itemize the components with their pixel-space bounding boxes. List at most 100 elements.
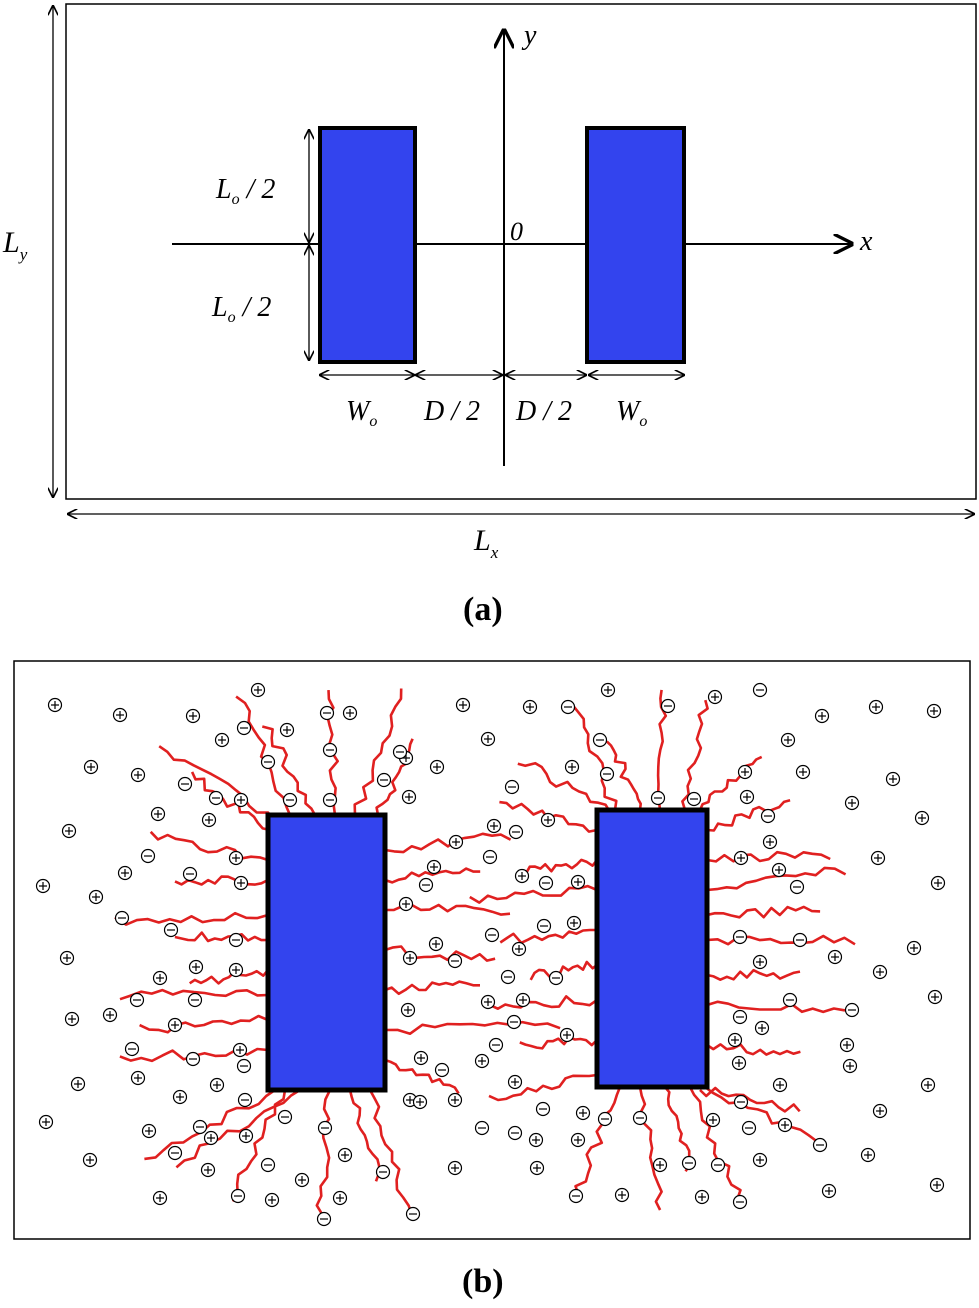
- positive-ion: [752, 954, 768, 970]
- panel-b-frame: [13, 660, 971, 1240]
- positive-ion: [88, 889, 104, 905]
- negative-ion: [282, 792, 298, 808]
- polymer-chain: [706, 934, 856, 946]
- positive-ion: [914, 810, 930, 826]
- polymer-chain: [368, 1089, 413, 1215]
- negative-ion: [185, 1051, 201, 1067]
- d2-right-label: D / 2: [515, 396, 572, 427]
- polymer-chain: [489, 995, 598, 1010]
- negative-ion: [506, 1014, 522, 1030]
- positive-ion: [705, 1112, 721, 1128]
- positive-ion: [474, 1053, 490, 1069]
- negative-ion: [536, 918, 552, 934]
- negative-ion: [163, 922, 179, 938]
- negative-ion: [752, 682, 768, 698]
- positive-ion: [400, 1002, 416, 1018]
- positive-ion: [795, 764, 811, 780]
- positive-ion: [232, 1042, 248, 1058]
- positive-ion: [35, 878, 51, 894]
- positive-ion: [559, 1027, 575, 1043]
- negative-ion: [812, 1137, 828, 1153]
- negative-ion: [236, 1058, 252, 1074]
- positive-ion: [926, 703, 942, 719]
- ly-label: Ly: [2, 226, 28, 264]
- negative-ion: [484, 927, 500, 943]
- polymer-chain: [605, 740, 642, 811]
- positive-ion: [930, 875, 946, 891]
- positive-ion: [872, 1103, 888, 1119]
- polymer-chain: [572, 704, 618, 811]
- negative-ion: [660, 698, 676, 714]
- polymer-chain: [261, 725, 317, 816]
- polymer-chain: [706, 905, 821, 919]
- negative-ion: [535, 1101, 551, 1117]
- negative-ion: [208, 790, 224, 806]
- polymer-chain: [499, 928, 597, 945]
- positive-ion: [201, 812, 217, 828]
- negative-ion: [500, 969, 516, 985]
- polymer-chain: [149, 830, 269, 862]
- positive-ion: [885, 771, 901, 787]
- negative-ion: [260, 754, 276, 770]
- positive-ion: [529, 1160, 545, 1176]
- negative-ion: [488, 1037, 504, 1053]
- right-electrode-b: [594, 807, 710, 1090]
- polymer-chain: [158, 745, 276, 821]
- polymer-chain: [706, 850, 831, 863]
- d2-left-label: D / 2: [423, 396, 480, 427]
- polymer-chain: [698, 755, 763, 811]
- positive-ion: [821, 1183, 837, 1199]
- positive-ion: [238, 1128, 254, 1144]
- polymer-chain: [704, 1085, 825, 1150]
- negative-ion: [597, 1111, 613, 1127]
- positive-ion: [448, 834, 464, 850]
- polymer-chain: [706, 968, 801, 981]
- negative-ion: [732, 1009, 748, 1025]
- polymer-chain: [353, 688, 403, 816]
- positive-ion: [152, 1190, 168, 1206]
- polymer-chain: [190, 771, 271, 832]
- positive-ion: [337, 1147, 353, 1163]
- positive-ion: [868, 699, 884, 715]
- polymer-chain: [706, 799, 791, 832]
- negative-ion: [405, 1206, 421, 1222]
- positive-ion: [447, 1160, 463, 1176]
- positive-ion: [228, 850, 244, 866]
- negative-ion: [482, 849, 498, 865]
- positive-ion: [428, 936, 444, 952]
- negative-ion: [507, 1125, 523, 1141]
- polymer-chain: [706, 1000, 856, 1014]
- negative-ion: [182, 866, 198, 882]
- negative-ion: [560, 699, 576, 715]
- positive-ion: [413, 1050, 429, 1066]
- positive-ion: [150, 806, 166, 822]
- negative-ion: [508, 824, 524, 840]
- positive-ion: [731, 1055, 747, 1071]
- positive-ion: [707, 689, 723, 705]
- positive-ion: [872, 964, 888, 980]
- positive-ion: [167, 1017, 183, 1033]
- negative-ion: [474, 1120, 490, 1136]
- l0-bottom-label: Lo / 2: [211, 292, 271, 326]
- polymer-chain: [384, 867, 481, 884]
- positive-ion: [233, 792, 249, 808]
- negative-ion: [230, 1188, 246, 1204]
- negative-ion: [782, 992, 798, 1008]
- positive-ion: [929, 1177, 945, 1193]
- positive-ion: [228, 962, 244, 978]
- origin-label: 0: [510, 217, 523, 246]
- positive-ion: [752, 1152, 768, 1168]
- positive-ion: [870, 850, 886, 866]
- w0-right-label: Wo: [616, 396, 647, 430]
- panel-a: Ly Lx x y 0 Lo / 2 Lo / 2 Wo D / 2 D / 2…: [2, 3, 977, 628]
- positive-ion: [141, 1123, 157, 1139]
- positive-ion: [486, 818, 502, 834]
- negative-ion: [789, 879, 805, 895]
- positive-ion: [614, 1187, 630, 1203]
- positive-ion: [814, 708, 830, 724]
- negative-ion: [316, 1211, 332, 1227]
- positive-ion: [402, 950, 418, 966]
- positive-ion: [515, 992, 531, 1008]
- polymer-chain: [231, 1089, 287, 1203]
- x-axis-label: x: [859, 226, 873, 257]
